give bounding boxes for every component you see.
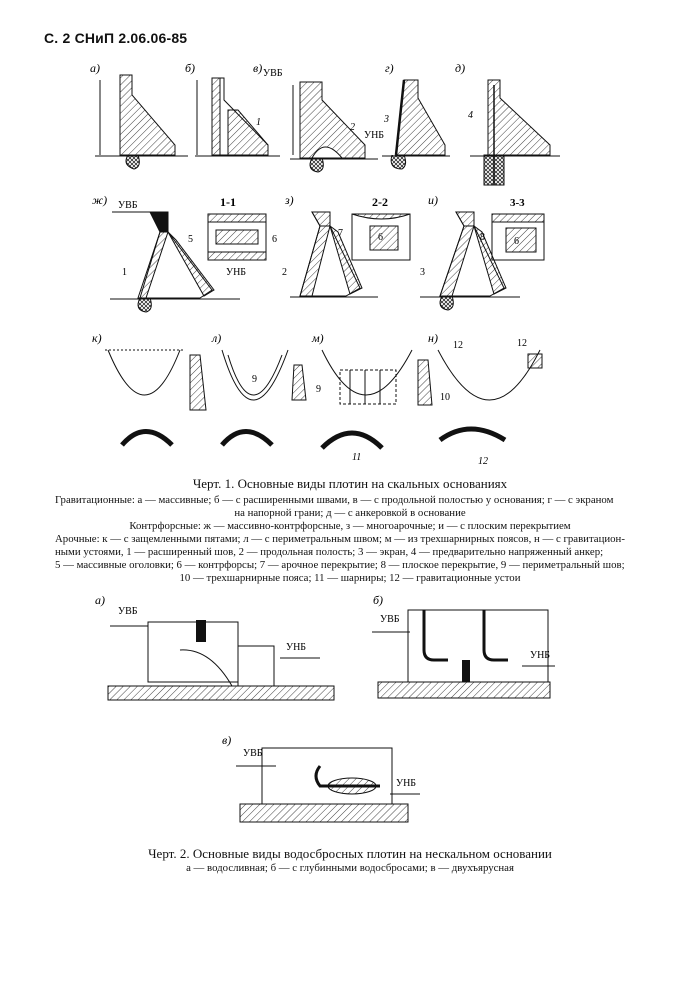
fig2-label-a: а) — [95, 593, 105, 607]
dam-b-widened-joints: 1 — [195, 77, 280, 157]
arch-l-valley: 9 9 — [221, 349, 321, 401]
figure-2-legend: а — водосливная; б — с глубинными водосб… — [186, 862, 514, 874]
label-zh: ж) — [92, 193, 107, 207]
svg-text:УНБ: УНБ — [286, 642, 306, 653]
svg-text:11: 11 — [352, 452, 361, 463]
label-g: г) — [385, 61, 394, 75]
label-v: в) — [253, 61, 262, 75]
label-a: а) — [90, 61, 100, 75]
arch-n-valley: 10 12 12 — [417, 338, 543, 406]
svg-text:9: 9 — [252, 374, 257, 385]
svg-text:12: 12 — [478, 456, 488, 467]
dam-zh-massive-buttress: УВБ 1 УНБ — [110, 200, 246, 313]
spillway-dam-v: УВБ УНБ — [236, 747, 420, 823]
section-3-3: 3-3 — [510, 197, 525, 209]
svg-text:УВБ: УВБ — [118, 200, 138, 211]
svg-text:1: 1 — [122, 267, 127, 278]
dam-g-screen: 3 — [382, 79, 450, 170]
figure-1-caption: Черт. 1. Основные виды плотин на скальны… — [192, 476, 508, 491]
svg-text:1: 1 — [256, 117, 261, 128]
dam-z-multi-arch: 2 — [282, 211, 378, 298]
svg-text:8: 8 — [480, 232, 485, 243]
spillway-dam-a: УВБ УНБ — [107, 606, 335, 701]
figure-1-drawing: а) б) в) г) д) 1 УВБ 2 УНБ 3 — [90, 61, 560, 467]
legend-arch-3: 5 — массивные оголовки; 6 — контрфорсы; … — [55, 559, 625, 571]
arch-plans: 11 12 — [120, 426, 507, 467]
fig2-label-v: в) — [222, 733, 231, 747]
svg-text:УВБ: УВБ — [243, 748, 263, 759]
arch-m-valley — [321, 349, 413, 405]
svg-text:12: 12 — [453, 340, 463, 351]
svg-text:6: 6 — [514, 236, 519, 247]
label-k: к) — [92, 331, 102, 345]
svg-text:12: 12 — [517, 338, 527, 349]
label-z: з) — [284, 193, 294, 207]
section-1-1: 1-1 — [220, 195, 236, 209]
arch-k-valley — [105, 349, 207, 411]
svg-text:УНБ: УНБ — [530, 650, 550, 661]
svg-text:3: 3 — [383, 114, 389, 125]
dam-a-massive — [95, 74, 188, 170]
spillway-dam-b: УВБ УНБ — [372, 609, 555, 699]
label-i: и) — [428, 193, 438, 207]
legend-gravity: Гравитационные: а — массивные; б — с рас… — [55, 494, 614, 506]
svg-text:6: 6 — [272, 234, 277, 245]
figure-2-caption: Черт. 2. Основные виды водосбросных плот… — [148, 846, 552, 861]
legend-buttress: Контрфорсные: ж — массивно-контрфорсные,… — [129, 520, 571, 532]
label-n: н) — [428, 331, 438, 345]
legend-arch-1: Арочные: к — с защемленными пятами; л — … — [55, 533, 625, 545]
svg-text:УВБ: УВБ — [118, 606, 138, 617]
svg-text:4: 4 — [468, 110, 473, 121]
svg-text:УНБ: УНБ — [396, 778, 416, 789]
fig2-label-b: б) — [373, 593, 383, 607]
svg-text:5: 5 — [188, 234, 193, 245]
dam-i-flat-slab: 3 — [420, 211, 520, 311]
legend-gravity-cont: на напорной грани; д — с анкеровкой в ос… — [234, 507, 466, 519]
svg-text:7: 7 — [338, 228, 343, 239]
svg-text:6: 6 — [378, 232, 383, 243]
svg-text:3: 3 — [420, 267, 425, 278]
label-l: л) — [211, 331, 221, 345]
dam-d-anchored: 4 — [468, 79, 560, 186]
label-d: д) — [455, 61, 465, 75]
label-b: б) — [185, 61, 195, 75]
dam-v-cavity: УВБ 2 УНБ — [263, 68, 384, 173]
svg-text:2: 2 — [350, 122, 355, 133]
section-2-2: 2-2 — [372, 195, 388, 209]
svg-text:10: 10 — [440, 392, 450, 403]
legend-arch-4: 10 — трехшарнирные пояса; 11 — шарниры; … — [179, 572, 521, 584]
page-header: С. 2 СНиП 2.06.06-85 — [44, 30, 188, 46]
legend-arch-2: ными устоями, 1 — расширенный шов, 2 — п… — [55, 546, 604, 558]
svg-text:УНБ: УНБ — [364, 130, 384, 141]
svg-text:УВБ: УВБ — [380, 614, 400, 625]
svg-text:9: 9 — [316, 384, 321, 395]
section-2-2-drawing: 7 6 — [338, 213, 411, 261]
section-1-1-drawing: 5 6 — [188, 213, 277, 261]
svg-text:УНБ: УНБ — [226, 267, 246, 278]
section-3-3-drawing: 8 6 — [480, 213, 545, 261]
svg-text:УВБ: УВБ — [263, 68, 283, 79]
svg-text:2: 2 — [282, 267, 287, 278]
figure-2-drawing: а) б) в) УВБ УНБ УВБ УНБ УВБ УНБ — [95, 593, 555, 823]
label-m: м) — [311, 331, 324, 345]
